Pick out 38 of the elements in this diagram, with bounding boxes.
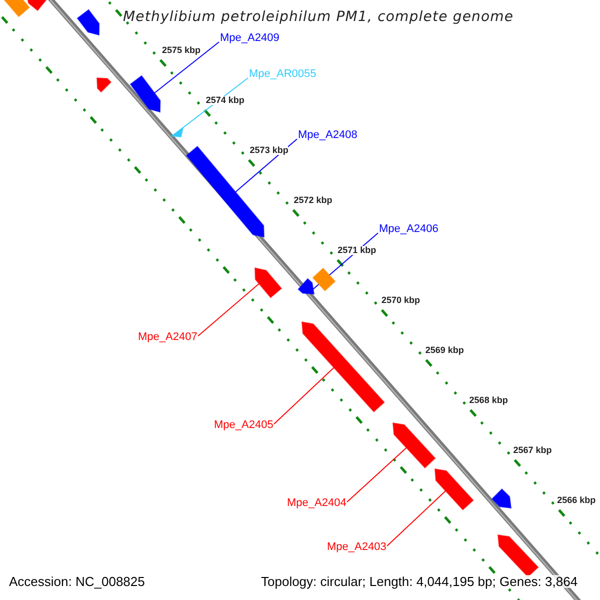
tick-label: 2575 kbp <box>162 46 201 55</box>
genome-summary-text: Topology: circular; Length: 4,044,195 bp; Genes: 3,864 <box>261 575 578 588</box>
tick-label: 2569 kbp <box>425 346 464 355</box>
gene-feature <box>254 267 282 298</box>
leader-line <box>274 367 334 424</box>
tick-label: 2570 kbp <box>382 296 420 305</box>
tick-label: 2571 kbp <box>338 246 376 255</box>
gene-label: Mpe_A2409 <box>220 33 280 44</box>
gene-feature <box>497 534 539 578</box>
gene-label: Mpe_AR0055 <box>249 69 316 80</box>
gene-feature <box>434 468 474 510</box>
leader-line <box>386 490 446 546</box>
gene-label: Mpe_A2407 <box>138 332 198 343</box>
tick-label: 2574 kbp <box>206 96 244 105</box>
tick-label: 2568 kbp <box>469 396 508 405</box>
gene-feature <box>392 422 436 468</box>
tick-label: 2567 kbp <box>513 446 552 455</box>
leader-line <box>154 42 220 94</box>
gene-label: Mpe_A2408 <box>298 130 358 141</box>
gene-feature <box>76 9 100 36</box>
gene-feature <box>301 321 385 412</box>
gene-feature <box>298 278 315 295</box>
gene-feature <box>96 77 112 93</box>
title: Methylibium petroleiphilum PM1, complete genome <box>123 10 514 24</box>
gene-label: Mpe_A2405 <box>214 420 274 431</box>
accession-text: Accession: NC_008825 <box>9 575 145 588</box>
gene-feature <box>130 75 161 113</box>
triangle-marker <box>170 126 184 138</box>
gene-label: Mpe_A2403 <box>327 542 386 553</box>
gene-label: Mpe_A2404 <box>287 498 346 509</box>
gene-label: Mpe_A2406 <box>379 224 438 235</box>
tick-label: 2573 kbp <box>250 146 288 155</box>
tick-label: 2566 kbp <box>557 496 596 505</box>
tick-label: 2572 kbp <box>294 196 332 205</box>
gene-feature <box>25 0 48 12</box>
gene-feature <box>312 268 336 292</box>
leader-line <box>346 447 407 502</box>
gene-feature <box>491 488 512 509</box>
